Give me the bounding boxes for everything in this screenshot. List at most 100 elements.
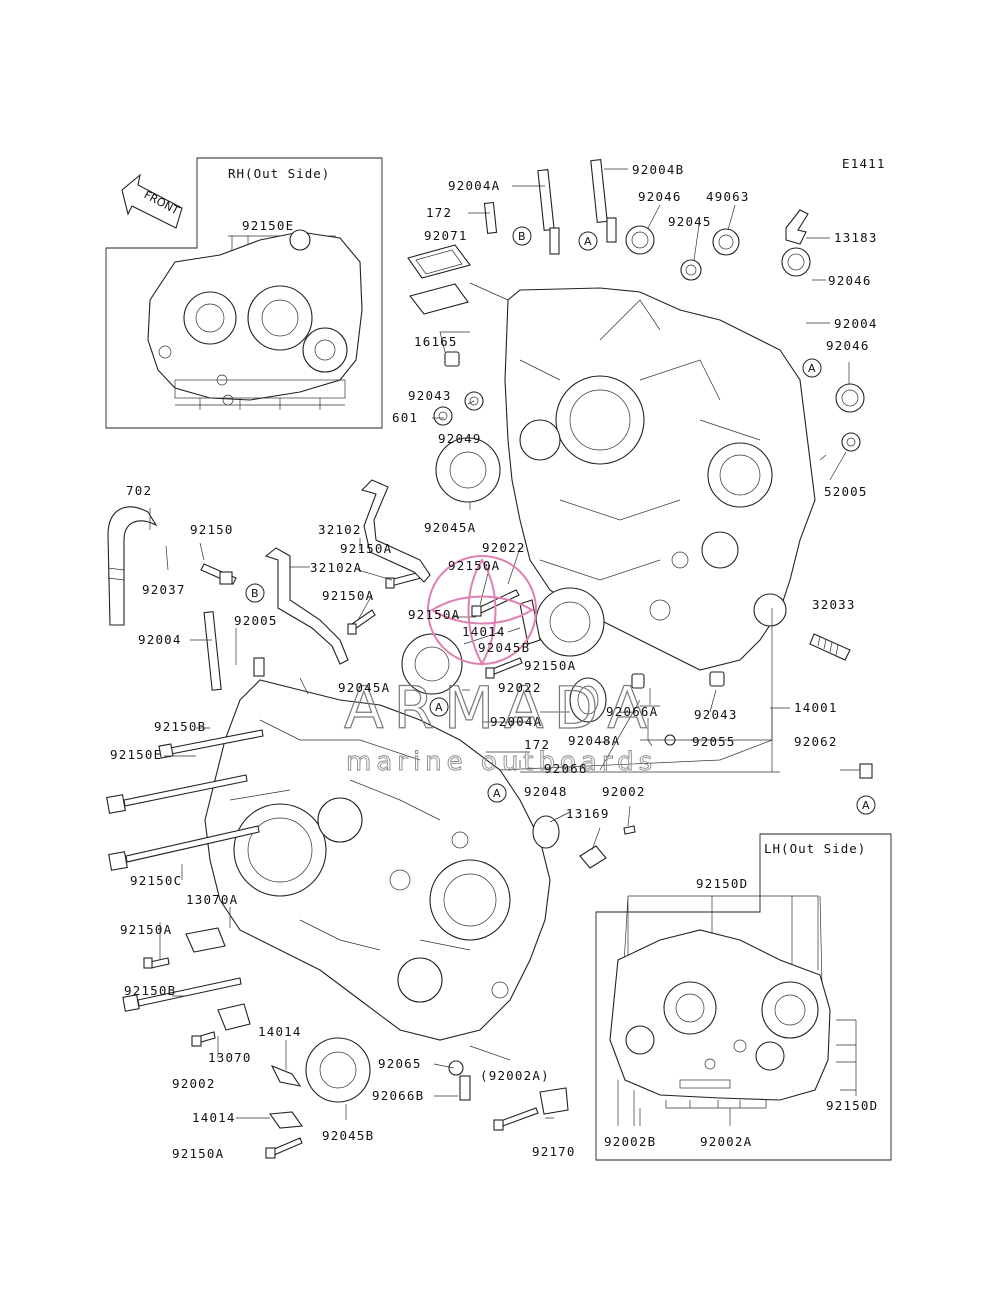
label-702: 702 — [126, 483, 152, 498]
diagram-code: E1411 — [842, 156, 886, 171]
part-labels: 92004B 92004A 172 92071 16165 92043 601 … — [110, 162, 878, 1161]
label-92048A: 92048A — [568, 733, 620, 748]
label-92045A-mid: 92045A — [338, 680, 390, 695]
label-92065: 92065 — [378, 1056, 422, 1071]
front-arrow-icon: FRONT — [121, 173, 183, 229]
label-14014-bottom-b: 14014 — [192, 1110, 236, 1125]
label-92066: 92066 — [544, 761, 588, 776]
label-92046-a: 92046 — [638, 189, 682, 204]
ref-a-far-right-label: A — [862, 799, 870, 812]
label-92066A: 92066A — [606, 704, 658, 719]
label-92002-left: 92002 — [172, 1076, 216, 1091]
label-32033: 32033 — [812, 597, 856, 612]
ref-a-mid-label: A — [435, 701, 443, 714]
label-92049: 92049 — [438, 431, 482, 446]
stud-parts — [203, 159, 617, 691]
label-92004A-mid: 92004A — [490, 714, 542, 729]
label-92071: 92071 — [424, 228, 468, 243]
label-16165: 16165 — [414, 334, 458, 349]
crankcase-right-half — [504, 287, 816, 671]
bearings — [305, 225, 865, 1103]
label-92005: 92005 — [234, 613, 278, 628]
label-92150B-top: 92150B — [154, 719, 206, 734]
inset-lh-leaders — [617, 895, 857, 1126]
reference-marks: A B A B A A A — [245, 226, 876, 815]
label-92004A-top: 92004A — [448, 178, 500, 193]
label-92150E: 92150E — [110, 747, 162, 762]
label-92062: 92062 — [794, 734, 838, 749]
ref-b-top-label: B — [518, 230, 526, 243]
label-92045B-bottom: 92045B — [322, 1128, 374, 1143]
label-49063: 49063 — [706, 189, 750, 204]
label-92150A-g: 92150A — [172, 1146, 224, 1161]
label-14014-bottom-a: 14014 — [258, 1024, 302, 1039]
inset-lh-engine-sketch — [609, 929, 831, 1101]
label-172-top: 172 — [426, 205, 452, 220]
inset-lh-frame — [595, 833, 892, 1161]
ref-b-left-label: B — [251, 587, 259, 600]
crankcase-left-half — [204, 679, 551, 1041]
label-14001: 14001 — [794, 700, 838, 715]
label-92150: 92150 — [190, 522, 234, 537]
label-92004-right: 92004 — [834, 316, 878, 331]
inset-lh-title: LH(Out Side) — [764, 841, 866, 856]
label-92150D-top: 92150D — [696, 876, 748, 891]
leader-lines — [149, 168, 860, 1140]
ref-b-left — [245, 583, 265, 603]
label-92043-top: 92043 — [408, 388, 452, 403]
label-92045A-top: 92045A — [424, 520, 476, 535]
label-92002-right: 92002 — [602, 784, 646, 799]
label-14014-mid: 14014 — [462, 624, 506, 639]
label-92002B: 92002B — [604, 1134, 656, 1149]
watermark: ARMADA marine outboards — [343, 555, 657, 777]
label-172-mid: 172 — [524, 737, 550, 752]
label-92037: 92037 — [142, 582, 186, 597]
label-13070A: 13070A — [186, 892, 238, 907]
label-92150A-b: 92150A — [448, 558, 500, 573]
ref-b-top — [512, 226, 532, 246]
ref-a-lower — [487, 783, 507, 803]
bolts — [106, 563, 873, 1159]
label-92150A-a: 92150A — [340, 541, 392, 556]
label-92004B: 92004B — [632, 162, 684, 177]
label-92045: 92045 — [668, 214, 712, 229]
label-92066B: 92066B — [372, 1088, 424, 1103]
label-32102: 32102 — [318, 522, 362, 537]
label-92150A-f: 92150A — [120, 922, 172, 937]
label-92002A-paren: (92002A) — [480, 1068, 550, 1083]
label-92150C: 92150C — [130, 873, 182, 888]
inset-rh-engine-sketch — [147, 229, 363, 410]
label-92043-mid: 92043 — [694, 707, 738, 722]
brackets-plates — [185, 209, 809, 1129]
inset-lh-out-side: LH(Out Side) 92150D 92150D 92002B 92002A — [595, 833, 892, 1161]
inset-rh-frame — [105, 157, 383, 429]
label-92150A-d: 92150A — [408, 607, 460, 622]
ref-a-right-label: A — [808, 362, 816, 375]
ref-a-far-right — [856, 795, 876, 815]
inset-rh-title: RH(Out Side) — [228, 166, 330, 181]
label-92004-left: 92004 — [138, 632, 182, 647]
ref-a-top-label: A — [584, 235, 592, 248]
label-601: 601 — [392, 410, 418, 425]
label-32102A: 32102A — [310, 560, 362, 575]
inset-rh-out-side: RH(Out Side) 92150E FRONT — [105, 157, 383, 429]
label-92022-top: 92022 — [482, 540, 526, 555]
label-92046-c: 92046 — [826, 338, 870, 353]
label-92055: 92055 — [692, 734, 736, 749]
watermark-title: ARMADA — [344, 674, 657, 742]
label-13183: 13183 — [834, 230, 878, 245]
label-92022-mid: 92022 — [498, 680, 542, 695]
label-13070: 13070 — [208, 1050, 252, 1065]
ref-a-lower-label: A — [493, 787, 501, 800]
ref-a-top — [578, 231, 598, 251]
hoses-and-pipes — [107, 479, 851, 665]
label-92046-b: 92046 — [828, 273, 872, 288]
watermark-subtitle: marine outboards — [346, 747, 657, 777]
label-92002A-inset: 92002A — [700, 1134, 752, 1149]
label-92150E-rh: 92150E — [242, 218, 294, 233]
label-92170: 92170 — [532, 1144, 576, 1159]
seal-gaskets — [407, 244, 471, 315]
label-92150A-c: 92150A — [322, 588, 374, 603]
ref-a-right — [802, 358, 822, 378]
